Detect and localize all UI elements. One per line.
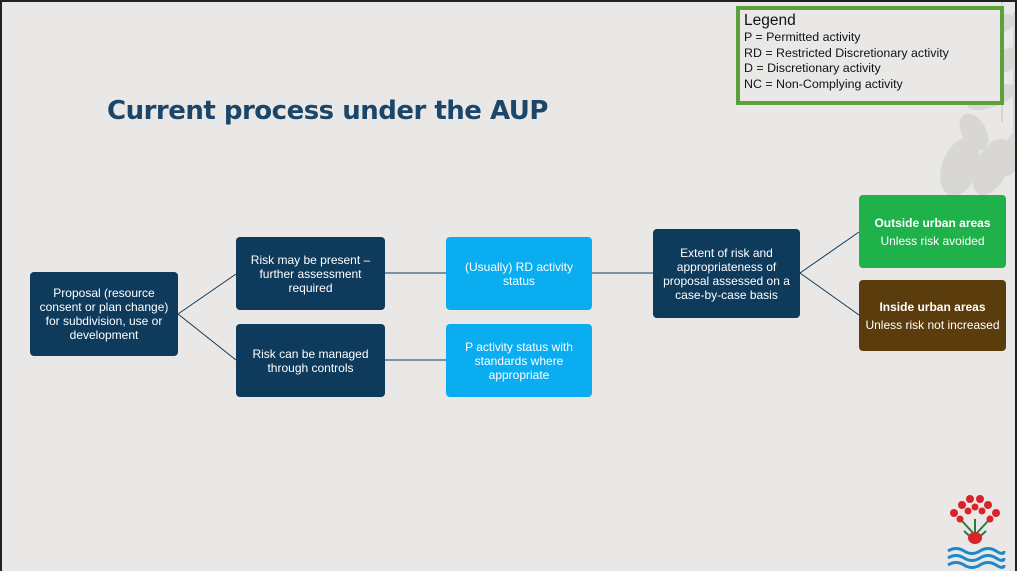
risk-present-box: Risk may be present – further assessment…: [236, 237, 385, 310]
inside-urban-box: Inside urban areas Unless risk not incre…: [859, 280, 1006, 351]
proposal-box: Proposal (resource consent or plan chang…: [30, 272, 178, 356]
connector-proposal-risk-present: [177, 273, 237, 315]
rd-status-text: (Usually) RD activity status: [464, 259, 573, 288]
legend-item-rd: RD = Restricted Discretionary activity: [744, 45, 949, 60]
outside-urban-sub: Unless risk avoided: [880, 233, 985, 248]
risk-managed-box: Risk can be managed through controls: [236, 324, 385, 397]
outside-urban-box: Outside urban areas Unless risk avoided: [859, 195, 1006, 268]
rd-status-box: (Usually) RD activity status: [446, 237, 592, 310]
legend: Legend P = Permitted activity RD = Restr…: [736, 6, 1004, 105]
connector-extent-outside: [799, 231, 860, 274]
p-status-text: P activity status with standards where a…: [465, 339, 573, 382]
proposal-text: Proposal (resource consent or plan chang…: [39, 286, 169, 342]
extent-text: Extent of risk and appropriateness of pr…: [663, 245, 790, 302]
inside-urban-title: Inside urban areas: [879, 299, 986, 314]
inside-urban-sub: Unless risk not increased: [865, 317, 1000, 332]
slide-title: Current process under the AUP: [107, 96, 548, 126]
legend-item-d: D = Discretionary activity: [744, 61, 881, 75]
legend-item-p: P = Permitted activity: [744, 30, 861, 44]
legend-heading: Legend: [744, 12, 796, 29]
risk-managed-text: Risk can be managed through controls: [252, 346, 369, 375]
connector-extent-inside: [799, 272, 860, 316]
council-logo: [947, 495, 1006, 569]
legend-item-nc: NC = Non-Complying activity: [744, 76, 903, 91]
extent-box: Extent of risk and appropriateness of pr…: [653, 229, 800, 318]
connector-proposal-risk-managed: [177, 313, 237, 361]
risk-present-text: Risk may be present – further assessment…: [250, 252, 371, 295]
outside-urban-title: Outside urban areas: [874, 215, 991, 230]
p-status-box: P activity status with standards where a…: [446, 324, 592, 397]
